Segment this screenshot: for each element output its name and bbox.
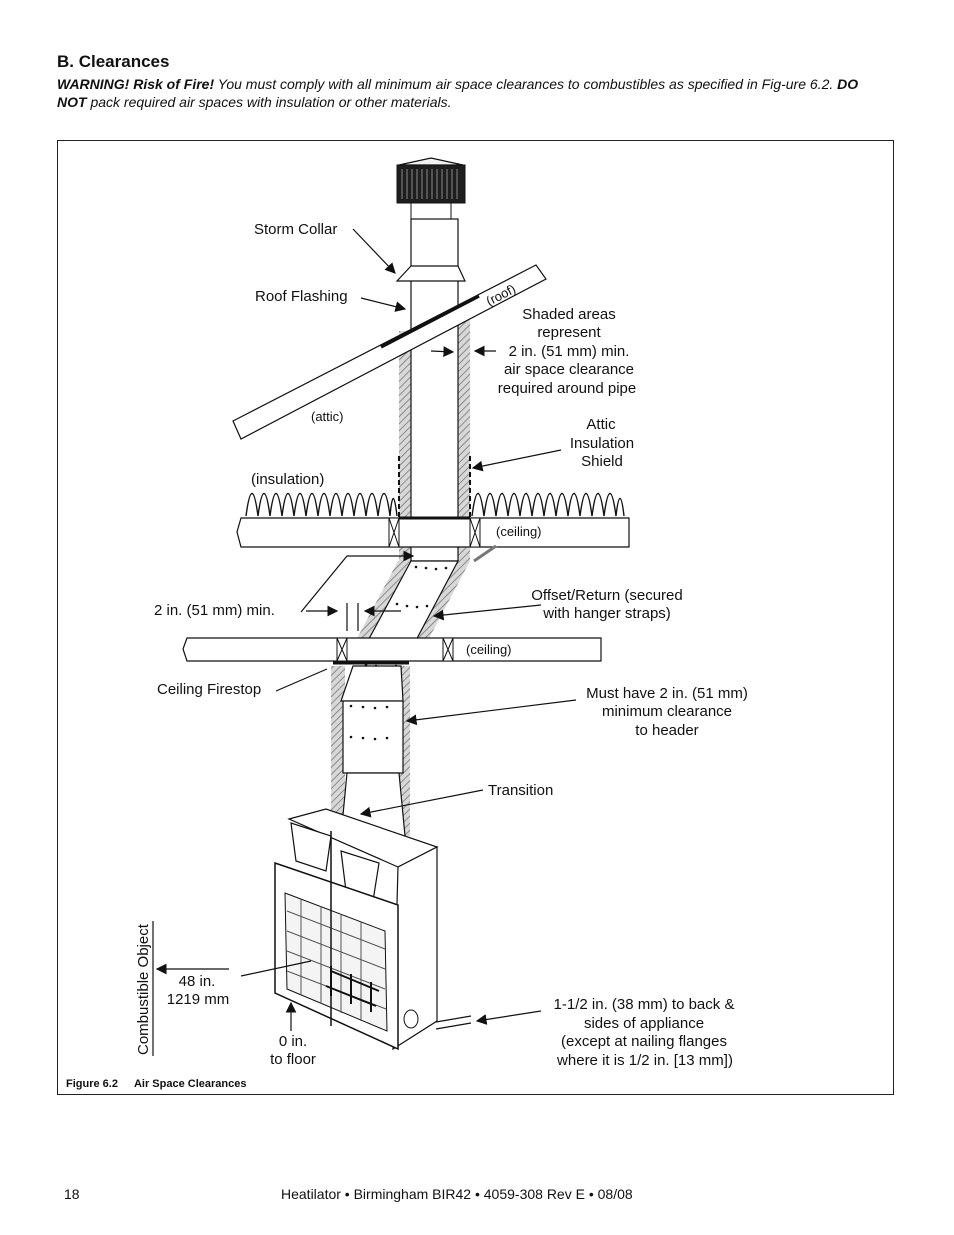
page-number: 18 [64, 1186, 80, 1202]
back-label-4: where it is 1/2 in. [13 mm]) [556, 1052, 733, 1069]
back-label-3: (except at nailing flanges [561, 1033, 727, 1050]
distance-label-2: 1219 mm [167, 991, 230, 1008]
min-clearance-label: 2 in. (51 mm) min. [154, 602, 275, 619]
shield-label-2: Insulation [570, 435, 634, 452]
warning-bold: WARNING! Risk of Fire! [57, 76, 215, 92]
document-footer: Heatilator • Birmingham BIR42 • 4059-308… [281, 1186, 633, 1202]
warning-text-2: pack required air spaces with insulation… [90, 94, 452, 110]
clearance-shading-upper [399, 306, 470, 561]
shaded-label-2: represent [537, 324, 601, 341]
header-label-1: Must have 2 in. (51 mm) [586, 685, 748, 702]
shaded-label-3: 2 in. (51 mm) min. [509, 343, 630, 360]
chimney-cap [396, 157, 466, 220]
dimension-arrows [155, 831, 542, 1031]
fireplace-unit [274, 808, 439, 1051]
shield-label-3: Shield [581, 453, 623, 470]
floor-label-1: 0 in. [279, 1033, 307, 1050]
shaded-label-5: required around pipe [498, 380, 636, 397]
warning-paragraph: WARNING! Risk of Fire! You must comply w… [57, 75, 877, 111]
insulation-left [245, 493, 398, 517]
header-label-2: minimum clearance [602, 703, 732, 720]
figure-title: Air Space Clearances [133, 1078, 247, 1090]
figure-frame: Combustible Object [57, 140, 894, 1095]
back-label-1: 1-1/2 in. (38 mm) to back & [554, 996, 735, 1013]
figure-labels: Storm Collar Roof Flashing (roof) (attic… [154, 221, 748, 1069]
insulation-label: (insulation) [251, 471, 324, 488]
upper-pipe [395, 218, 466, 562]
shaded-label-1: Shaded areas [522, 306, 615, 323]
distance-label-1: 48 in. [179, 973, 216, 990]
lower-ceiling [182, 637, 602, 665]
roof-line [232, 264, 547, 440]
combustible-label: Combustible Object [135, 923, 152, 1055]
offset-label-2: with hanger straps) [542, 605, 671, 622]
warning-bold-2: DO NOT [57, 76, 859, 110]
shield-label-1: Attic [586, 416, 616, 433]
ceiling-lower-label: (ceiling) [466, 642, 512, 657]
ceiling-upper-label: (ceiling) [496, 524, 542, 539]
shaded-label-4: air space clearance [504, 361, 634, 378]
lower-pipe [340, 665, 406, 837]
combustible-object: Combustible Object [135, 921, 154, 1056]
offset-label-1: Offset/Return (secured [531, 587, 682, 604]
figure-caption: Figure 6.2 Air Space Clearances [66, 1078, 262, 1090]
figure-number: Figure 6.2 [66, 1078, 118, 1090]
back-label-2: sides of appliance [584, 1015, 704, 1032]
insulation-right [471, 493, 625, 517]
storm-collar-label: Storm Collar [254, 221, 337, 238]
section-heading: B. Clearances [57, 52, 170, 71]
firestop-label: Ceiling Firestop [157, 681, 261, 698]
attic-insulation-shield [398, 456, 471, 521]
upper-ceiling [236, 516, 630, 563]
warning-text-1: You must comply with all minimum air spa… [217, 76, 834, 92]
header-label-3: to header [635, 722, 698, 739]
attic-label: (attic) [311, 409, 344, 424]
leader-lines [275, 228, 577, 818]
roof-flashing-label: Roof Flashing [255, 288, 348, 305]
transition-label: Transition [488, 782, 553, 799]
floor-label-2: to floor [270, 1051, 316, 1068]
clearance-diagram: Combustible Object [135, 157, 748, 1069]
